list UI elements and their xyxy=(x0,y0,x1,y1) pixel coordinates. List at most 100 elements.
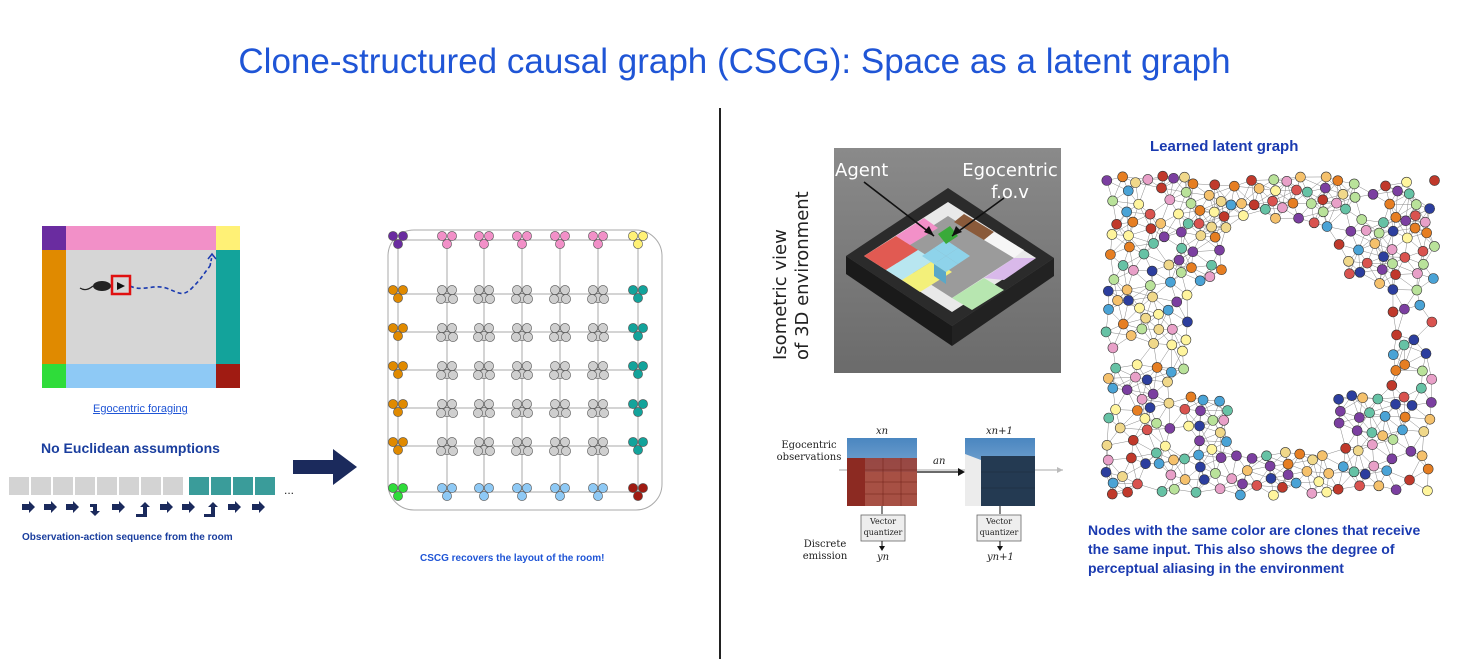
latent-node xyxy=(1400,215,1412,227)
latent-node xyxy=(1153,308,1164,320)
latent-node xyxy=(1317,206,1329,218)
latent-node xyxy=(1121,384,1133,396)
latent-node xyxy=(1426,397,1437,408)
cscg-node-cluster xyxy=(628,483,648,501)
latent-node xyxy=(1153,458,1165,469)
latent-node xyxy=(1136,323,1148,335)
foraging-caption: Egocentric foraging xyxy=(93,403,188,415)
latent-node xyxy=(1411,284,1423,296)
latent-node xyxy=(1111,218,1122,230)
latent-node xyxy=(1214,427,1226,438)
cscg-node-cluster xyxy=(512,231,532,249)
latent-node xyxy=(1418,259,1429,270)
latent-node xyxy=(1160,440,1171,452)
latent-node xyxy=(1194,435,1205,447)
latent-node xyxy=(1100,466,1112,478)
latent-node xyxy=(1295,171,1306,183)
cscg-node-cluster xyxy=(473,437,495,456)
cscg-node-cluster xyxy=(511,285,533,304)
latent-node xyxy=(1378,217,1389,228)
cscg-node-cluster xyxy=(437,483,457,501)
latent-node xyxy=(1317,194,1329,206)
latent-node xyxy=(1126,452,1137,464)
latent-node xyxy=(1194,275,1206,287)
latent-node xyxy=(1424,414,1436,425)
latent-node xyxy=(1238,210,1249,221)
cscg-node-cluster xyxy=(549,285,571,304)
latent-graph-title: Learned latent graph xyxy=(1150,138,1299,155)
latent-node xyxy=(1419,216,1431,228)
latent-node xyxy=(1222,405,1233,416)
latent-node xyxy=(1123,230,1134,241)
observation-sequence xyxy=(8,476,277,517)
latent-node xyxy=(1248,199,1260,211)
latent-node xyxy=(1335,405,1346,417)
vq-box-2: Vector quantizer xyxy=(977,516,1021,538)
latent-node xyxy=(1302,186,1313,198)
latent-node xyxy=(1220,222,1232,233)
latent-node xyxy=(1215,196,1227,207)
latent-node xyxy=(1429,241,1440,252)
latent-node xyxy=(1108,274,1120,285)
latent-node xyxy=(1399,411,1411,423)
latent-node xyxy=(1268,489,1279,501)
latent-node xyxy=(1166,339,1178,351)
latent-node xyxy=(1399,303,1410,315)
latent-node xyxy=(1210,468,1221,479)
latent-node xyxy=(1386,380,1398,391)
agent-label: Agent xyxy=(835,160,889,181)
emit-label: Discrete emission xyxy=(800,539,850,563)
cscg-node-cluster xyxy=(474,231,494,249)
latent-node xyxy=(1139,413,1151,424)
cscg-node-cluster xyxy=(587,323,609,342)
latent-caption-line1: Nodes with the same color are clones tha… xyxy=(1088,522,1421,538)
latent-node xyxy=(1364,407,1375,419)
latent-node xyxy=(1180,187,1192,198)
latent-node xyxy=(1361,257,1373,269)
latent-node xyxy=(1320,171,1332,183)
latent-node xyxy=(1401,176,1412,188)
latent-node xyxy=(1397,424,1408,436)
latent-node xyxy=(1348,178,1360,190)
latent-node xyxy=(1138,248,1150,260)
latent-node xyxy=(1163,397,1175,409)
latent-node xyxy=(1282,469,1294,481)
cscg-node-cluster xyxy=(436,399,458,418)
latent-node xyxy=(1218,211,1230,222)
latent-node xyxy=(1144,402,1156,413)
latent-node xyxy=(1123,295,1134,306)
cscg-node-cluster xyxy=(628,437,648,455)
cscg-node-cluster xyxy=(588,231,608,249)
latent-node xyxy=(1404,474,1415,486)
latent-node xyxy=(1107,477,1119,489)
latent-node xyxy=(1165,276,1176,288)
latent-node xyxy=(1229,180,1240,192)
cscg-node-cluster xyxy=(473,323,495,342)
latent-node xyxy=(1387,306,1399,318)
latent-node xyxy=(1399,252,1411,263)
vq-box-1: Vector quantizer xyxy=(861,516,905,538)
latent-node xyxy=(1366,427,1378,438)
latent-node xyxy=(1402,232,1413,244)
latent-node xyxy=(1246,453,1258,464)
latent-node xyxy=(1386,244,1398,255)
latent-node xyxy=(1225,199,1237,211)
latent-node xyxy=(1117,171,1128,183)
obs-label-line1: Egocentric xyxy=(781,440,837,451)
latent-node xyxy=(1121,206,1132,218)
xn1-label: xn+1 xyxy=(986,426,1013,437)
yn-label: yn xyxy=(877,552,890,563)
latent-node xyxy=(1428,273,1439,284)
latent-node xyxy=(1195,230,1207,241)
latent-node xyxy=(1270,212,1281,224)
cscg-graph xyxy=(387,229,663,511)
latent-node xyxy=(1209,179,1221,191)
cscg-node-cluster xyxy=(511,361,533,380)
latent-node xyxy=(1281,176,1293,187)
latent-node xyxy=(1380,180,1391,192)
latent-node xyxy=(1338,461,1349,472)
cscg-node-cluster xyxy=(388,231,408,249)
latent-node xyxy=(1251,480,1263,491)
latent-node xyxy=(1265,473,1277,484)
vq-line2: quantizer xyxy=(979,528,1019,537)
